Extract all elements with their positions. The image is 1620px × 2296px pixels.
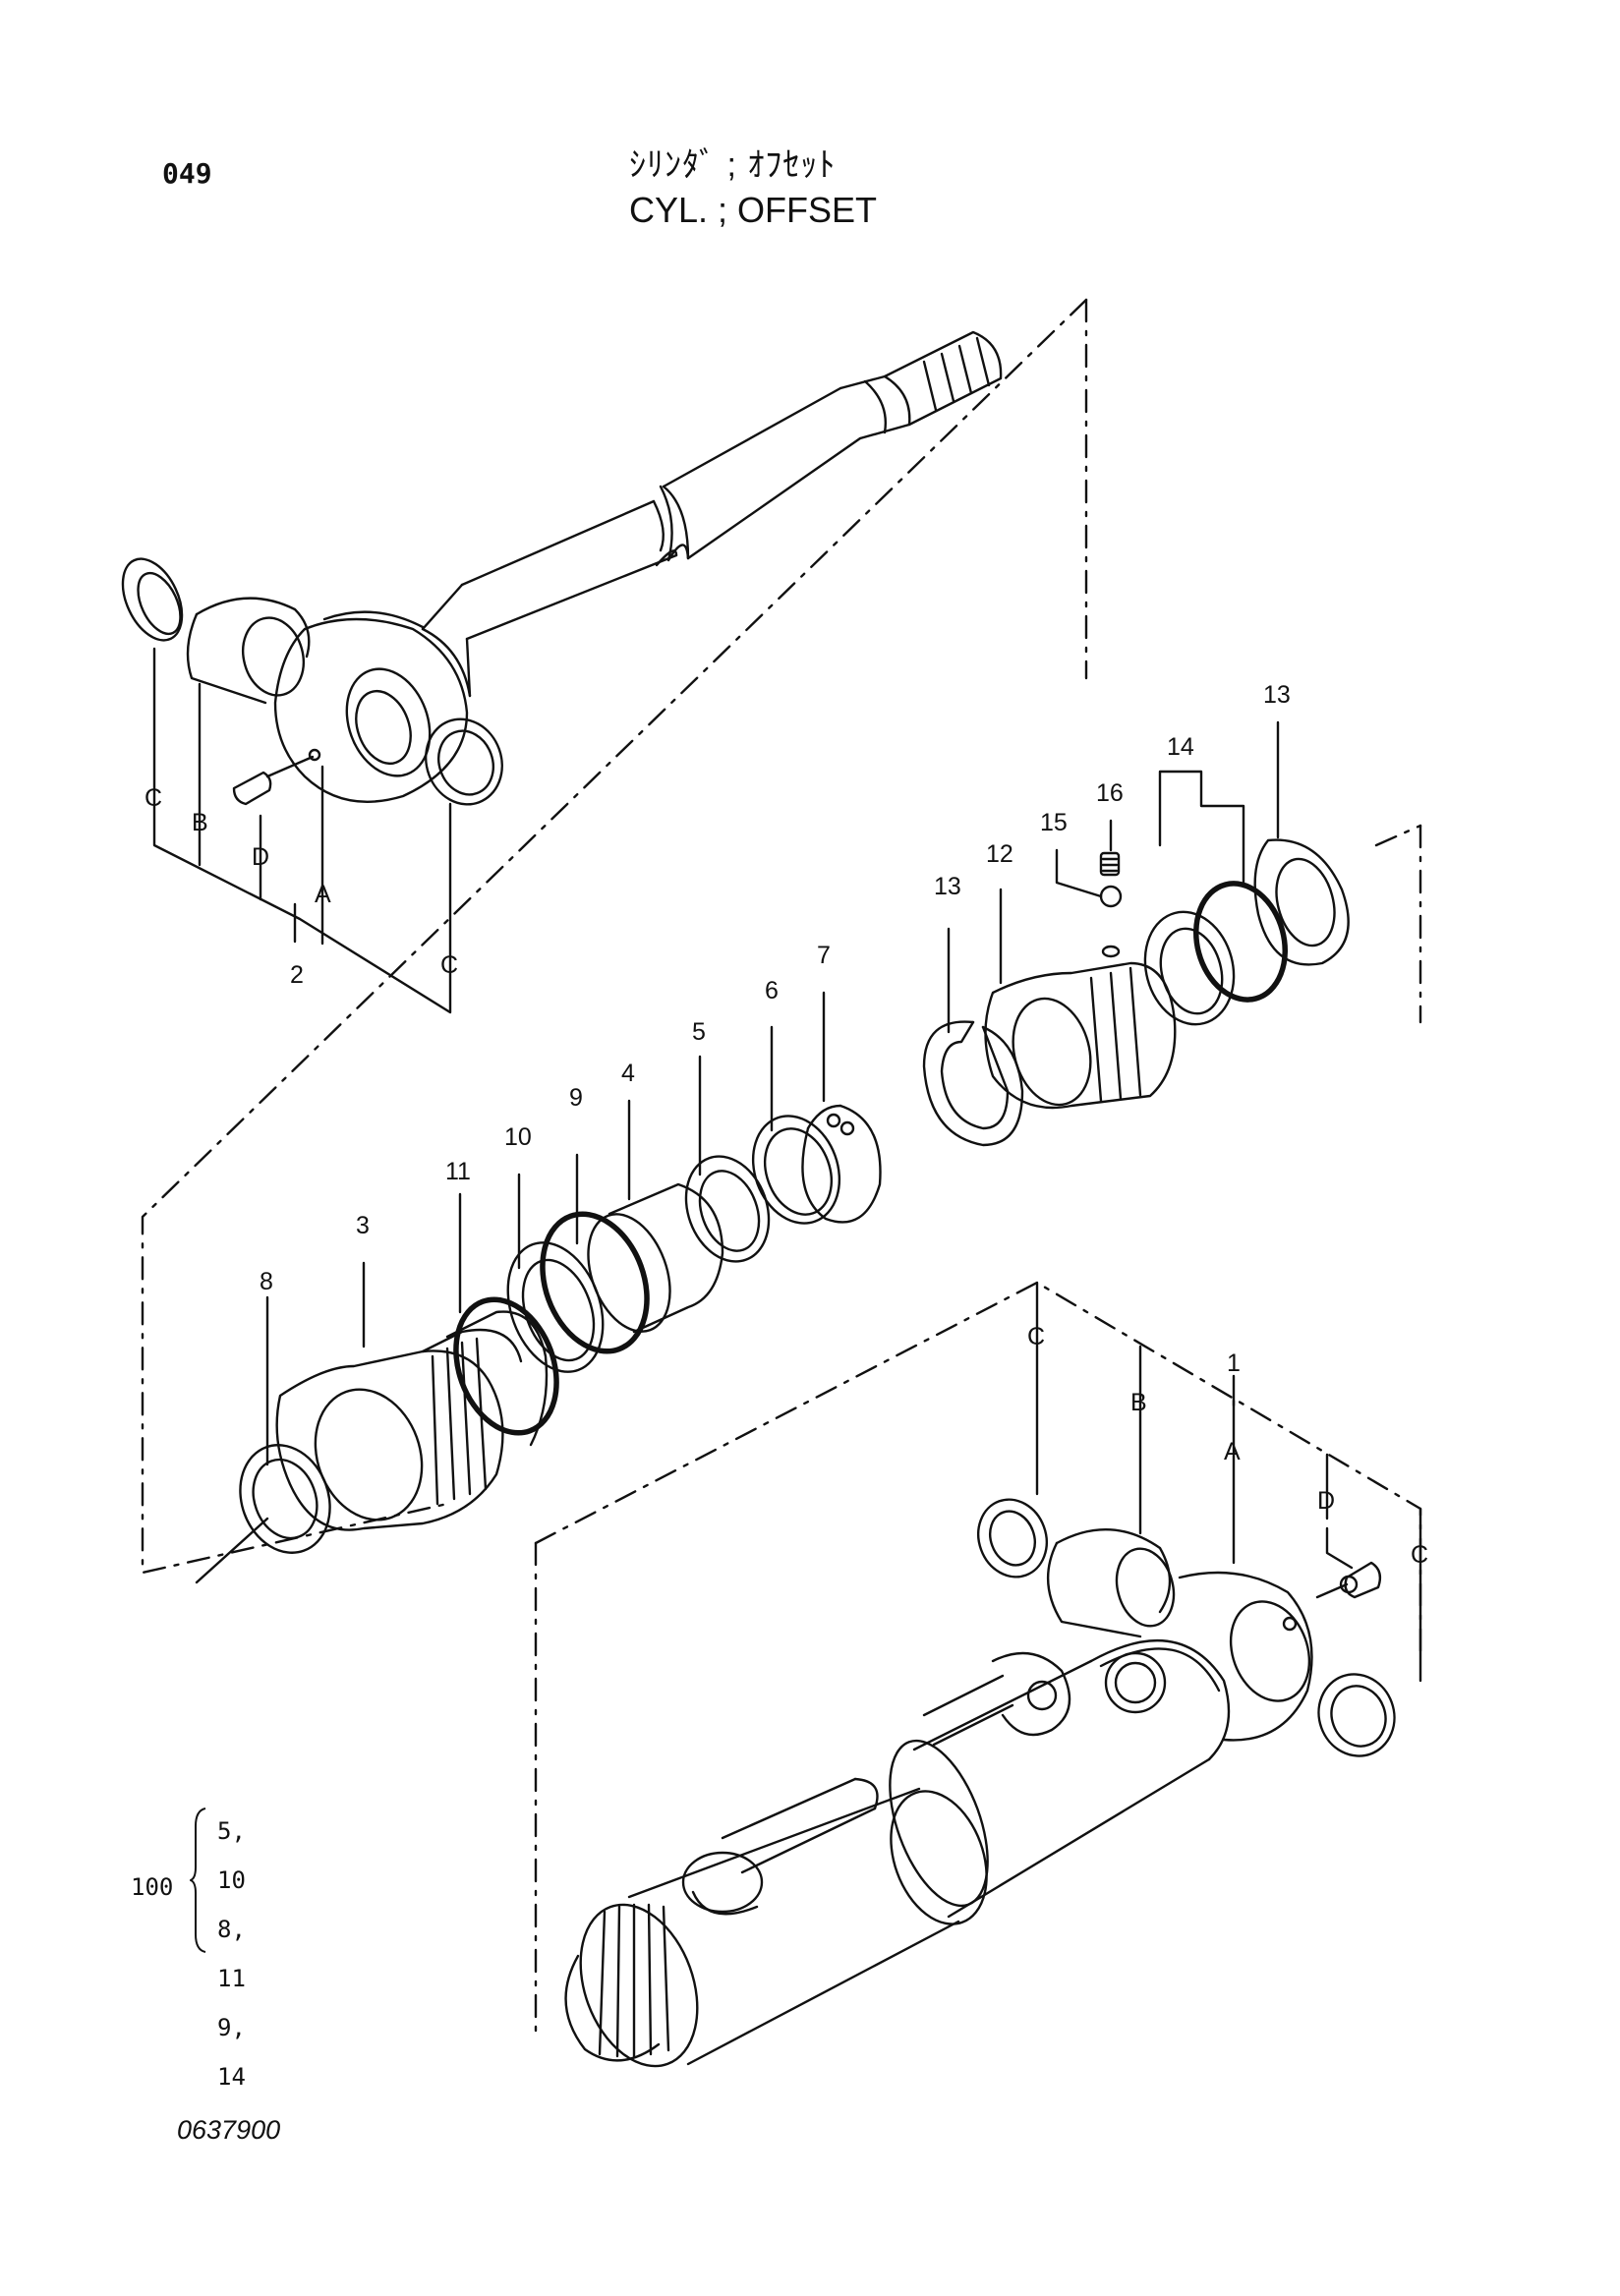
callout-part-3: 3 <box>356 1212 370 1239</box>
callout-part-15: 15 <box>1040 809 1068 836</box>
seal-kit-row: 5, 10 <box>217 1817 246 1894</box>
piston-parts <box>922 720 1350 1147</box>
callout-upper-c-left: C <box>145 784 162 812</box>
drawing-number: 0637900 <box>177 2115 281 2145</box>
callout-part-10: 10 <box>504 1123 532 1151</box>
lower-group-frame <box>534 1281 1422 2037</box>
callout-upper-b: B <box>192 809 208 836</box>
callout-lower-b: B <box>1130 1389 1147 1416</box>
middle-group-frame <box>141 298 1422 1575</box>
callout-part-5: 5 <box>692 1018 706 1046</box>
page-number: 049 <box>162 157 212 190</box>
callout-part-7: 7 <box>817 942 831 969</box>
callout-part-4: 4 <box>621 1060 635 1087</box>
callout-part-9: 9 <box>569 1084 583 1112</box>
callout-upper-a: A <box>315 881 331 908</box>
callout-labels: C B D A C 2 8 3 11 10 9 4 5 6 7 13 12 15… <box>145 681 1428 1569</box>
callout-upper-d: D <box>252 843 269 871</box>
callout-part-13-left: 13 <box>934 873 961 900</box>
callout-lower-a: A <box>1224 1438 1241 1465</box>
callout-lower-number: 1 <box>1227 1349 1241 1377</box>
title-japanese: ｼﾘﾝﾀﾞ ; ｵﾌｾｯﾄ <box>629 146 837 184</box>
middle-parts <box>195 991 882 1584</box>
seal-kit-row: 8, 11 <box>217 1916 246 1992</box>
callout-part-16: 16 <box>1096 779 1124 807</box>
callout-lower-d: D <box>1317 1487 1335 1515</box>
callout-part-13-right: 13 <box>1263 681 1291 709</box>
callout-part-14: 14 <box>1167 733 1194 761</box>
callout-part-8: 8 <box>260 1268 273 1295</box>
callout-part-6: 6 <box>765 977 779 1004</box>
brace-icon <box>190 1808 206 1953</box>
seal-kit-row: 9, 14 <box>217 2014 246 2091</box>
callout-lower-c-right: C <box>1411 1541 1428 1569</box>
callout-upper-c-right: C <box>440 951 458 979</box>
title-english: CYL. ; OFFSET <box>629 190 878 230</box>
callout-part-11: 11 <box>445 1158 471 1185</box>
callout-lower-c-left: C <box>1027 1323 1045 1350</box>
callout-upper-number: 2 <box>290 961 304 989</box>
seal-kit-items: 5, 10 8, 11 9, 14 <box>217 1807 246 2101</box>
seal-kit-quantity: 100 <box>131 1873 174 1901</box>
cylinder-tube-assembly <box>564 1281 1422 2068</box>
callout-part-12: 12 <box>986 840 1013 868</box>
piston-rod-assembly <box>121 330 1003 1014</box>
